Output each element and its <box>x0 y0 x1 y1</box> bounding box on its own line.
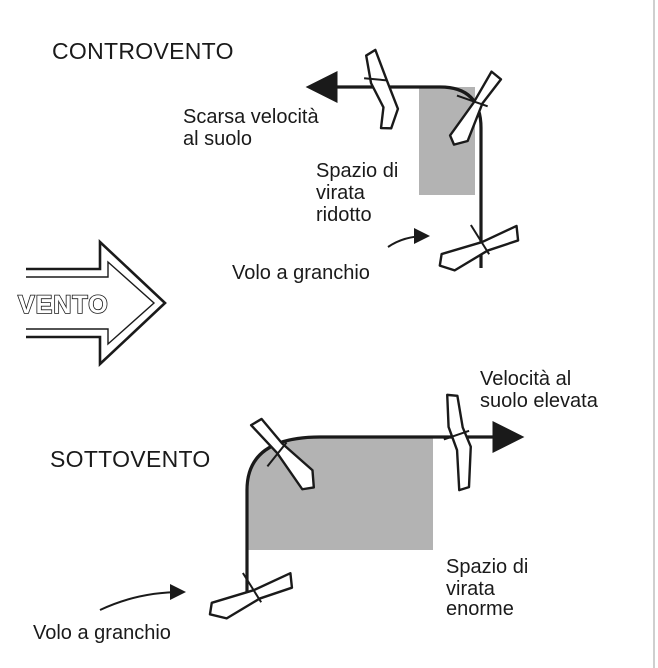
upwind-low-speed-line1: Scarsa velocità <box>183 106 319 128</box>
downwind-glider-right-icon <box>443 393 472 492</box>
upwind-low-speed-line2: al suolo <box>183 128 252 150</box>
upwind-turn-space-line3: ridotto <box>316 204 372 226</box>
downwind-diagram <box>99 393 525 620</box>
upwind-flight-path <box>305 71 483 268</box>
downwind-title: SOTTOVENTO <box>50 446 211 472</box>
upwind-diagram <box>305 48 520 272</box>
downwind-high-speed-line2: suolo elevata <box>480 390 598 412</box>
upwind-glider-bottom-icon <box>438 224 520 272</box>
upwind-crab-label: Volo a granchio <box>232 262 370 284</box>
downwind-turn-space-line3: enorme <box>446 598 514 620</box>
upwind-turn-space-line1: Spazio di <box>316 160 399 182</box>
upwind-crab-pointer <box>387 228 430 248</box>
downwind-turn-area <box>247 437 433 550</box>
upwind-title: CONTROVENTO <box>52 38 234 64</box>
downwind-crab-pointer <box>99 584 186 611</box>
upwind-turn-space-line2: virata <box>316 182 365 204</box>
downwind-glider-corner-icon <box>249 417 316 491</box>
wind-arrow: VENTO <box>17 238 167 368</box>
wind-label: VENTO <box>18 291 109 319</box>
downwind-turn-space-line1: Spazio di <box>446 556 529 578</box>
downwind-turn-space-line2: virata <box>446 578 495 600</box>
downwind-glider-bottom-icon <box>208 572 294 620</box>
downwind-crab-label: Volo a granchio <box>33 622 171 644</box>
upwind-glider-left-icon <box>364 48 400 130</box>
downwind-flight-path <box>245 421 525 598</box>
upwind-glider-corner-icon <box>448 70 503 146</box>
downwind-high-speed-line1: Velocità al <box>480 368 572 390</box>
